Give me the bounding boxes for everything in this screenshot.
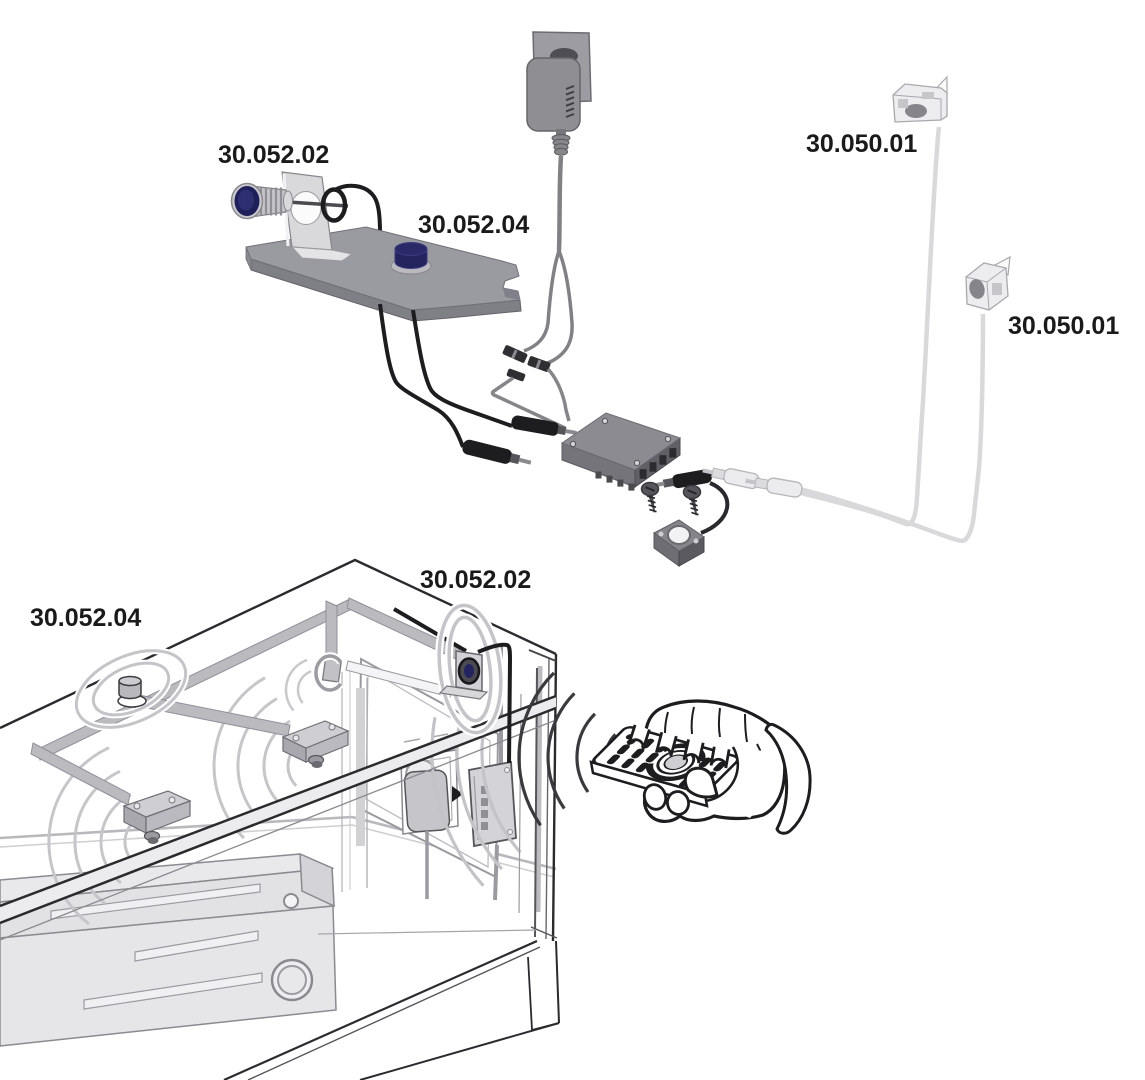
svg-text:30.052.02: 30.052.02	[218, 141, 329, 169]
svg-text:30.052.04: 30.052.04	[418, 211, 529, 239]
svg-text:30.052.02: 30.052.02	[420, 566, 531, 594]
svg-text:30.052.04: 30.052.04	[30, 604, 141, 632]
svg-text:30.050.01: 30.050.01	[806, 130, 917, 158]
svg-text:30.050.01: 30.050.01	[1008, 312, 1119, 340]
